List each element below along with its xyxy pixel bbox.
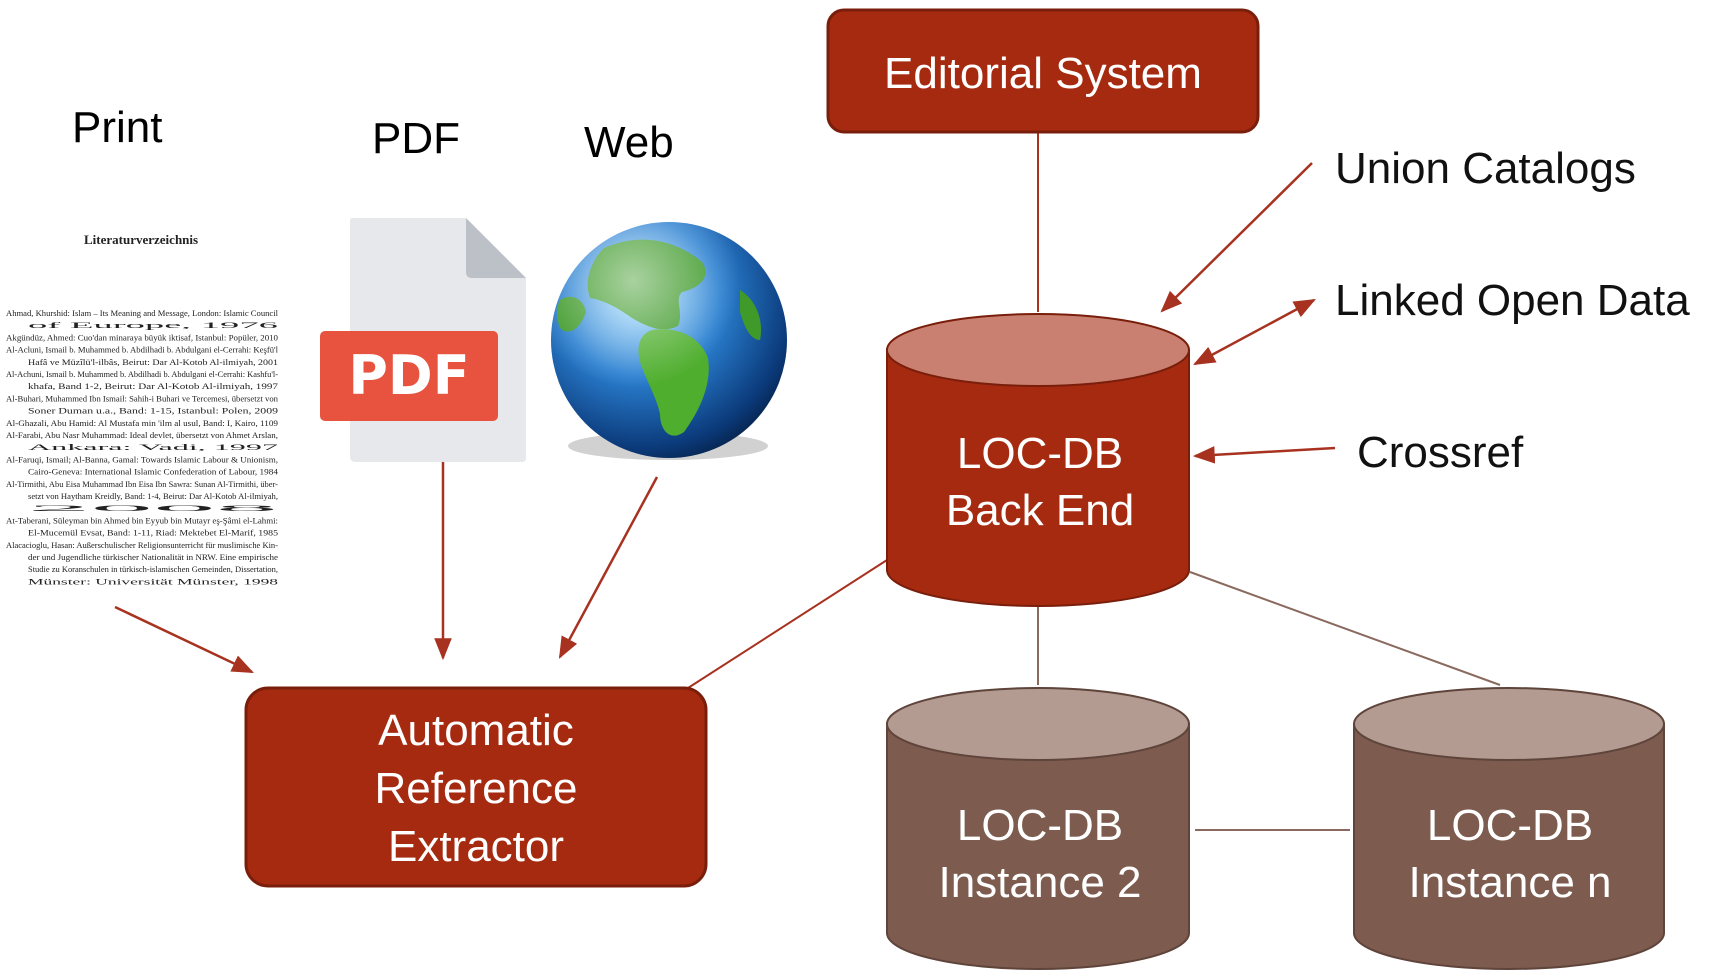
instance2-label-line-2: Instance 2 xyxy=(938,858,1141,907)
extractor-label-line-2: Reference xyxy=(374,764,577,813)
print-doc-line: Al-Faruqi, Ismail; Al-Banna, Gamal: Towa… xyxy=(6,455,278,464)
print-doc-line: Hafâ ve Müzîlü'l-ilbâs, Beirut: Dar Al-K… xyxy=(28,358,278,367)
document-icon: Literaturverzeichnis Ahmad, Khurshid: Is… xyxy=(6,232,279,586)
web-to-extractor-arrow xyxy=(558,476,659,659)
print-doc-line: of Europe, 1976 xyxy=(28,321,278,330)
print-doc-line: Münster: Universität Münster, 1998 xyxy=(28,577,278,586)
print-doc-line: Akgündüz, Ahmed: Cuo'dan minaraya büyük … xyxy=(6,333,278,342)
instance-n-label-line-1: LOC-DB xyxy=(1427,801,1593,850)
print-doc-line: Al-Buhari, Muhammed Ibn Ismail: Sahih-i … xyxy=(6,394,278,403)
pdf-label: PDF xyxy=(372,114,460,163)
print-doc-line: Al-Farabi, Abu Nasr Muhammad: Ideal devl… xyxy=(6,431,278,440)
print-doc-line: Cairo-Geneva: International Islamic Conf… xyxy=(28,468,278,477)
editorial-system-label: Editorial System xyxy=(884,49,1202,98)
print-doc-line: setzt von Haytham Kreidly, Band: 1-4, Be… xyxy=(28,492,278,501)
print-doc-line: Alacacioglu, Hasan: Außerschulischer Rel… xyxy=(6,541,278,550)
crossref-label: Crossref xyxy=(1357,428,1524,477)
arrows xyxy=(114,162,1336,674)
print-doc-line: der und Jugendliche türkischer Nationali… xyxy=(28,553,278,562)
print-to-extractor-arrow xyxy=(114,605,254,674)
backend-to-instance-n-line xyxy=(1189,571,1501,686)
print-doc-line: El-Mucemül Evsat, Band: 1-11, Riad: Mekt… xyxy=(28,529,278,538)
union-catalogs-arrow xyxy=(1160,162,1313,313)
extractor-label-line-3: Extractor xyxy=(388,822,564,871)
linked-open-data-label: Linked Open Data xyxy=(1335,276,1690,325)
reference-extractor-box: Automatic Reference Extractor xyxy=(244,686,708,888)
print-doc-line: Ankara: Vadi, 1997 xyxy=(28,443,278,452)
web-label: Web xyxy=(584,118,674,167)
print-doc-line: Ahmad, Khurshid: Islam – Its Meaning and… xyxy=(6,309,279,318)
print-doc-heading: Literaturverzeichnis xyxy=(84,232,198,247)
print-doc-line: Al-Achuni, Ismail b. Muhammed b. Abdilha… xyxy=(6,370,278,379)
print-label: Print xyxy=(72,103,162,152)
globe-icon xyxy=(551,222,787,460)
print-doc-line: Al-Tirmithi, Abu Eisa Muhammad Ibn Eisa … xyxy=(6,480,278,489)
print-doc-line: Studie zu Koranschulen in türkisch-islam… xyxy=(28,565,278,574)
print-doc-line: khafa, Band 1-2, Beirut: Dar Al-Kotob Al… xyxy=(28,382,278,391)
editorial-system-box: Editorial System xyxy=(826,8,1260,134)
print-doc-line: Al-Acluni, Ismail b. Muhammed b. Abdilha… xyxy=(6,346,279,355)
extractor-to-backend-line xyxy=(687,559,888,689)
connections xyxy=(687,130,1501,831)
print-doc-line: At-Taberani, Süleyman bin Ahmed bin Eyyu… xyxy=(6,516,278,525)
backend-label-line-1: LOC-DB xyxy=(957,429,1123,478)
instance2-label-line-1: LOC-DB xyxy=(957,801,1123,850)
backend-database-cylinder: LOC-DB Back End xyxy=(886,313,1190,607)
instance-n-label-line-2: Instance n xyxy=(1408,858,1611,907)
print-doc-lines: Ahmad, Khurshid: Islam – Its Meaning and… xyxy=(6,309,279,586)
instance-n-database-cylinder: LOC-DB Instance n xyxy=(1353,687,1665,970)
linked-open-data-arrow xyxy=(1193,298,1316,366)
print-doc-line: Al-Ghazali, Abu Hamid: Al Mustafa min 'i… xyxy=(6,419,278,428)
union-catalogs-label: Union Catalogs xyxy=(1335,144,1636,193)
crossref-arrow xyxy=(1192,446,1336,464)
print-doc-line: Soner Duman u.a., Band: 1-15, Istanbul: … xyxy=(28,407,278,416)
instance2-database-cylinder: LOC-DB Instance 2 xyxy=(886,687,1190,970)
backend-label-line-2: Back End xyxy=(946,486,1134,535)
print-doc-line: 2008 xyxy=(28,504,278,513)
pdf-file-icon: PDF xyxy=(320,218,526,462)
extractor-label-line-1: Automatic xyxy=(378,706,574,755)
pdf-badge-text: PDF xyxy=(348,344,469,407)
